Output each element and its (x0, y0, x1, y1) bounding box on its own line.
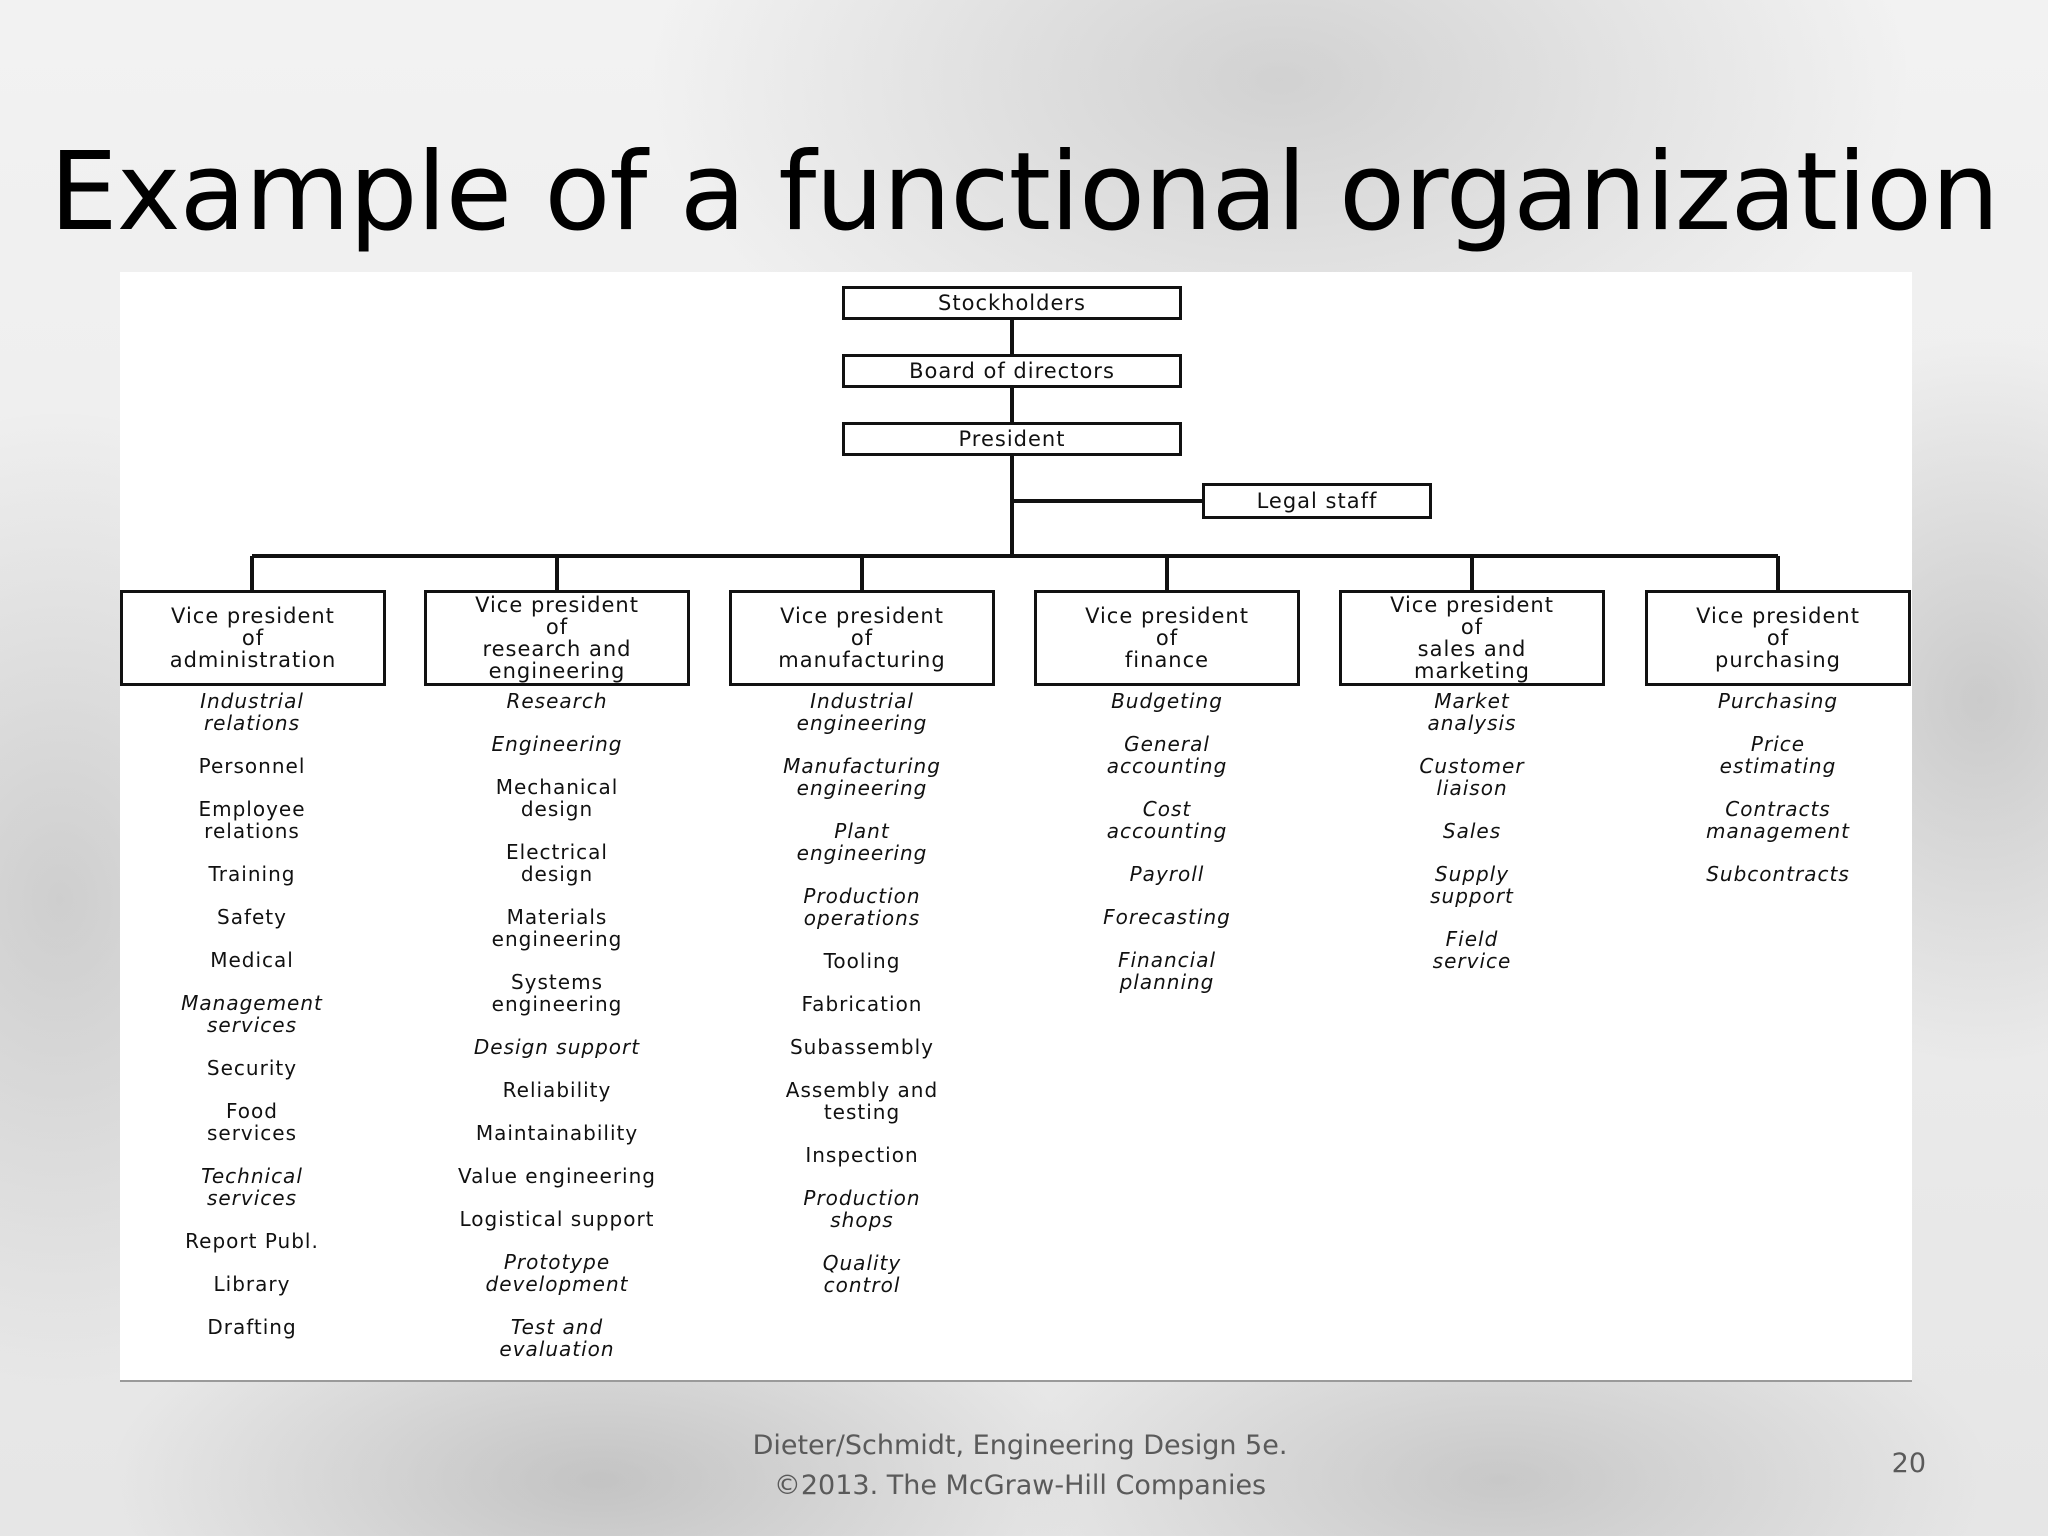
function-item: Security (206, 1056, 298, 1080)
function-item: Technical services (201, 1164, 303, 1210)
function-item: Price estimating (1719, 732, 1837, 778)
function-item: Industrial engineering (796, 689, 928, 735)
function-item: General accounting (1106, 732, 1228, 778)
function-item: Engineering (491, 732, 623, 756)
function-item: Cost accounting (1106, 797, 1228, 843)
function-item: Employee relations (198, 797, 306, 843)
org-chart-panel: Stockholders Board of directors Presiden… (120, 272, 1912, 1382)
function-item: Safety (217, 905, 287, 929)
function-item: Contracts management (1706, 797, 1850, 843)
function-item: Customer liaison (1419, 754, 1525, 800)
footer-credit: Dieter/Schmidt, Engineering Design 5e. ©… (700, 1426, 1340, 1506)
vp-label: Vice president of purchasing (1696, 604, 1860, 672)
org-chart-connectors (250, 320, 1780, 590)
function-item: Quality control (822, 1251, 902, 1297)
function-item: Food services (206, 1099, 298, 1145)
board-of-directors-label: Board of directors (909, 359, 1115, 383)
vp-label: Vice president of research and engineeri… (475, 593, 639, 683)
vp-label: Vice president of manufacturing (778, 604, 946, 672)
function-item: Assembly and testing (785, 1078, 939, 1124)
vp-purchasing-box: Vice president of purchasing (1645, 590, 1911, 686)
legal-staff-box: Legal staff (1202, 483, 1432, 519)
function-item: Plant engineering (796, 819, 928, 865)
function-item: Manufacturing engineering (783, 754, 941, 800)
footer-credit-line2: ©2013. The McGraw-Hill Companies (773, 1470, 1267, 1501)
function-item: Electrical design (506, 840, 608, 886)
president-label: President (958, 427, 1066, 451)
function-item: Forecasting (1103, 905, 1231, 929)
function-item: Test and evaluation (499, 1315, 615, 1361)
function-item: Production operations (803, 884, 921, 930)
function-item: Purchasing (1717, 689, 1839, 713)
function-item: Research (506, 689, 608, 713)
function-item: Tooling (823, 949, 901, 973)
function-item: Prototype development (485, 1250, 629, 1296)
function-item: Mechanical design (495, 775, 619, 821)
function-item: Subassembly (789, 1035, 935, 1059)
function-item: Design support (473, 1035, 641, 1059)
function-item: Training (208, 862, 296, 886)
footer-credit-line1: Dieter/Schmidt, Engineering Design 5e. (752, 1430, 1288, 1461)
stockholders-box: Stockholders (842, 286, 1182, 320)
board-of-directors-box: Board of directors (842, 354, 1182, 388)
function-item: Medical (210, 948, 294, 972)
vp-administration-box: Vice president of administration (120, 590, 386, 686)
slide-title: Example of a functional organization (49, 130, 1999, 255)
function-item: Fabrication (801, 992, 923, 1016)
function-item: Field service (1432, 927, 1512, 973)
function-item: Materials engineering (491, 905, 623, 951)
vp-research-engineering-box: Vice president of research and engineeri… (424, 590, 690, 686)
function-item: Inspection (805, 1143, 919, 1167)
function-item: Value engineering (458, 1164, 656, 1188)
vp-label: Vice president of sales and marketing (1390, 593, 1554, 683)
function-item: Drafting (207, 1315, 297, 1339)
function-item: Personnel (198, 754, 306, 778)
function-item: Subcontracts (1706, 862, 1850, 886)
vp-label: Vice president of finance (1085, 604, 1249, 672)
function-item: Production shops (803, 1186, 921, 1232)
legal-staff-label: Legal staff (1256, 489, 1378, 513)
function-item: Library (213, 1272, 291, 1296)
function-item: Report Publ. (185, 1229, 319, 1253)
function-item: Sales (1442, 819, 1502, 843)
vp-finance-box: Vice president of finance (1034, 590, 1300, 686)
function-item: Supply support (1430, 862, 1514, 908)
function-item: Industrial relations (200, 689, 304, 735)
vp-sales-marketing-box: Vice president of sales and marketing (1339, 590, 1605, 686)
function-item: Management services (181, 991, 323, 1037)
slide-number: 20 (1891, 1448, 1926, 1479)
function-item: Maintainability (475, 1121, 639, 1145)
function-item: Logistical support (459, 1207, 655, 1231)
function-item: Financial planning (1117, 948, 1217, 994)
function-item: Payroll (1129, 862, 1205, 886)
president-box: President (842, 422, 1182, 456)
function-item: Systems engineering (491, 970, 623, 1016)
function-item: Budgeting (1111, 689, 1223, 713)
stockholders-label: Stockholders (938, 291, 1086, 315)
vp-label: Vice president of administration (169, 604, 337, 672)
function-item: Reliability (502, 1078, 612, 1102)
function-item: Market analysis (1427, 689, 1517, 735)
vp-manufacturing-box: Vice president of manufacturing (729, 590, 995, 686)
